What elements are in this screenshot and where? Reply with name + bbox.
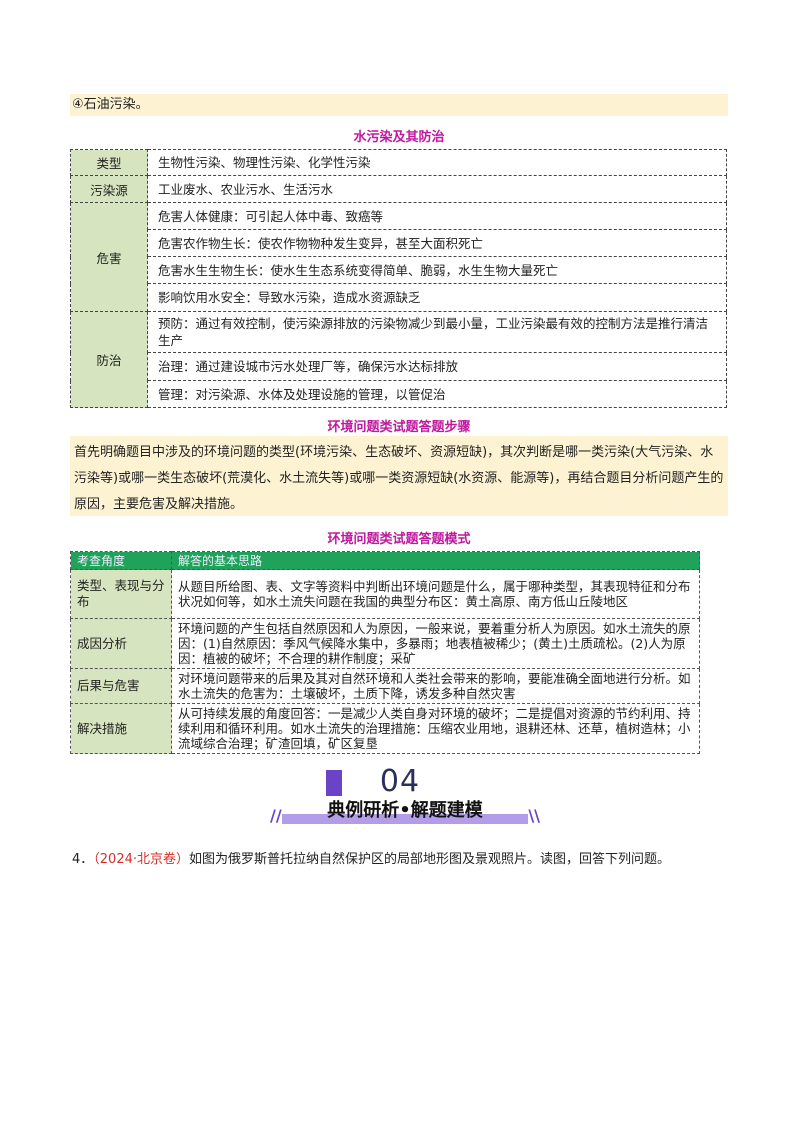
section-number: 04 bbox=[379, 764, 421, 799]
row-text: 从可持续发展的角度回答：一是减少人类自身对环境的破坏；二是提倡对资源的节约利用、… bbox=[171, 703, 700, 754]
row-text: 对环境问题带来的后果及其对自然环境和人类社会带来的影响，要能准确全面地进行分析。… bbox=[171, 668, 700, 704]
right-slash-icon: \\ bbox=[528, 806, 540, 825]
row-text: 危害农作物生长：使农作物物种发生变异，甚至大面积死亡 bbox=[147, 229, 727, 257]
answer-steps-paragraph: 首先明确题目中涉及的环境问题的类型(环境污染、生态破坏、资源短缺)，其次判断是哪… bbox=[70, 436, 728, 516]
row-category: 解决措施 bbox=[70, 703, 172, 754]
row-text: 管理：对污染源、水体及处理设施的管理，以管促治 bbox=[147, 380, 727, 408]
answer-steps-title: 环境问题类试题答题步骤 bbox=[327, 420, 471, 435]
row-category: 类型、表现与分布 bbox=[70, 569, 172, 619]
row-text: 环境问题的产生包括自然原因和人为原因，一般来说，要着重分析人为原因。如水土流失的… bbox=[171, 618, 700, 669]
row-text: 危害水生生物生长：使水生生态系统变得简单、脆弱，水生生物大量死亡 bbox=[147, 256, 727, 284]
water-pollution-table: 类型 生物性污染、物理性污染、化学性污染 污染源 工业废水、农业污水、生活污水 … bbox=[70, 149, 727, 408]
section-banner: 04 // 典例研析•解题建模 \\ bbox=[270, 764, 540, 832]
intro-line: ④石油污染。 bbox=[70, 94, 728, 116]
question-number: 4． bbox=[72, 852, 94, 867]
answer-mode-title: 环境问题类试题答题模式 bbox=[327, 532, 471, 547]
number-accent-bar bbox=[326, 770, 342, 796]
question-source: （2024·北京卷） bbox=[93, 852, 189, 867]
row-text: 预防：通过有效控制，使污染源排放的污染物减少到最小量，工业污染最有效的控制方法是… bbox=[147, 311, 727, 353]
row-category: 后果与危害 bbox=[70, 668, 172, 704]
row-text: 危害人体健康：可引起人体中毒、致癌等 bbox=[147, 202, 727, 230]
row-text: 治理：通过建设城市污水处理厂等，确保污水达标排放 bbox=[147, 352, 727, 381]
row-category: 防治 bbox=[70, 311, 148, 408]
water-pollution-title: 水污染及其防治 bbox=[353, 130, 445, 145]
question-text: 如图为俄罗斯普托拉纳自然保护区的局部地形图及景观照片。读图，回答下列问题。 bbox=[189, 852, 671, 867]
answer-mode-table: 考查角度 解答的基本思路 类型、表现与分布 从题目所给图、表、文字等资料中判断出… bbox=[70, 551, 700, 754]
question-4: 4．（2024·北京卷）如图为俄罗斯普托拉纳自然保护区的局部地形图及景观照片。读… bbox=[72, 848, 670, 867]
left-slash-icon: // bbox=[270, 806, 282, 825]
section-banner-title: 典例研析•解题建模 bbox=[282, 798, 528, 824]
row-text: 从题目所给图、表、文字等资料中判断出环境问题是什么，属于哪种类型，其表现特征和分… bbox=[171, 569, 700, 619]
row-text: 工业废水、农业污水、生活污水 bbox=[147, 175, 727, 203]
header-cell: 解答的基本思路 bbox=[171, 551, 700, 570]
row-text: 影响饮用水安全：导致水污染，造成水资源缺乏 bbox=[147, 283, 727, 312]
row-category: 成因分析 bbox=[70, 618, 172, 669]
row-text: 生物性污染、物理性污染、化学性污染 bbox=[147, 149, 727, 176]
row-category: 类型 bbox=[70, 149, 148, 176]
header-cell: 考查角度 bbox=[70, 551, 172, 570]
row-category: 污染源 bbox=[70, 175, 148, 203]
row-category: 危害 bbox=[70, 202, 148, 312]
